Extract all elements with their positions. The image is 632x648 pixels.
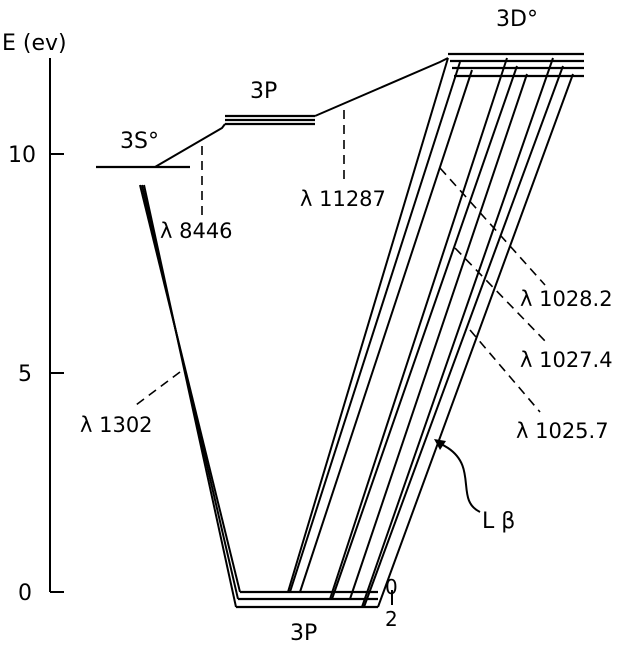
label-1028: λ 1028.2 <box>520 287 613 311</box>
line-1027-b <box>331 65 518 600</box>
axis-label: E (ev) <box>2 31 67 56</box>
connector-3s-3p <box>154 123 226 168</box>
wavelength-labels: λ 8446 λ 11287 λ 1302 λ 1028.2 λ 1027.4 … <box>80 187 613 534</box>
leader-lines <box>131 110 547 413</box>
energy-levels <box>96 52 584 609</box>
line-1028-c <box>299 69 473 593</box>
arrowhead-icon <box>434 439 446 450</box>
connector-3p-3d <box>314 57 449 117</box>
lyman-beta-pointer <box>437 441 481 513</box>
energy-axis: E (ev) 10 5 0 <box>2 31 67 606</box>
level-labels: 3S° 3P 3D° 3P 0 2 <box>120 7 538 646</box>
line-1027-a <box>329 57 508 600</box>
label-8446: λ 8446 <box>160 219 233 243</box>
label-1027: λ 1027.4 <box>520 348 613 372</box>
line-1027-c <box>349 73 528 600</box>
label-11287: λ 11287 <box>300 187 386 211</box>
line-1302-c <box>143 184 237 608</box>
label-3d: 3D° <box>496 7 538 32</box>
tick-label-5: 5 <box>18 362 32 387</box>
line-1028-b <box>289 61 461 593</box>
leader-1028 <box>439 167 546 286</box>
label-3p-upper: 3P <box>250 79 277 104</box>
line-1028-a <box>287 57 449 593</box>
lyman-beta-arrow <box>434 439 481 513</box>
transitions-1302 <box>139 184 241 608</box>
label-j0: 0 <box>385 575 398 599</box>
label-lyman-beta: L β <box>482 509 515 534</box>
tick-label-10: 10 <box>8 143 36 168</box>
leader-1027 <box>454 247 547 343</box>
line-1025-a <box>361 57 554 608</box>
label-3p-ground: 3P <box>290 621 317 646</box>
leader-1025 <box>469 329 541 413</box>
label-j2: 2 <box>385 607 398 631</box>
transitions-1025-1028 <box>287 57 574 608</box>
label-1025: λ 1025.7 <box>516 419 609 443</box>
tick-label-0: 0 <box>18 581 32 606</box>
label-3s: 3S° <box>120 129 159 154</box>
leader-1302 <box>131 371 181 409</box>
level-connectors <box>154 57 449 168</box>
line-1025-b <box>363 65 564 608</box>
label-1302: λ 1302 <box>80 413 153 437</box>
line-1025-c <box>377 73 574 608</box>
